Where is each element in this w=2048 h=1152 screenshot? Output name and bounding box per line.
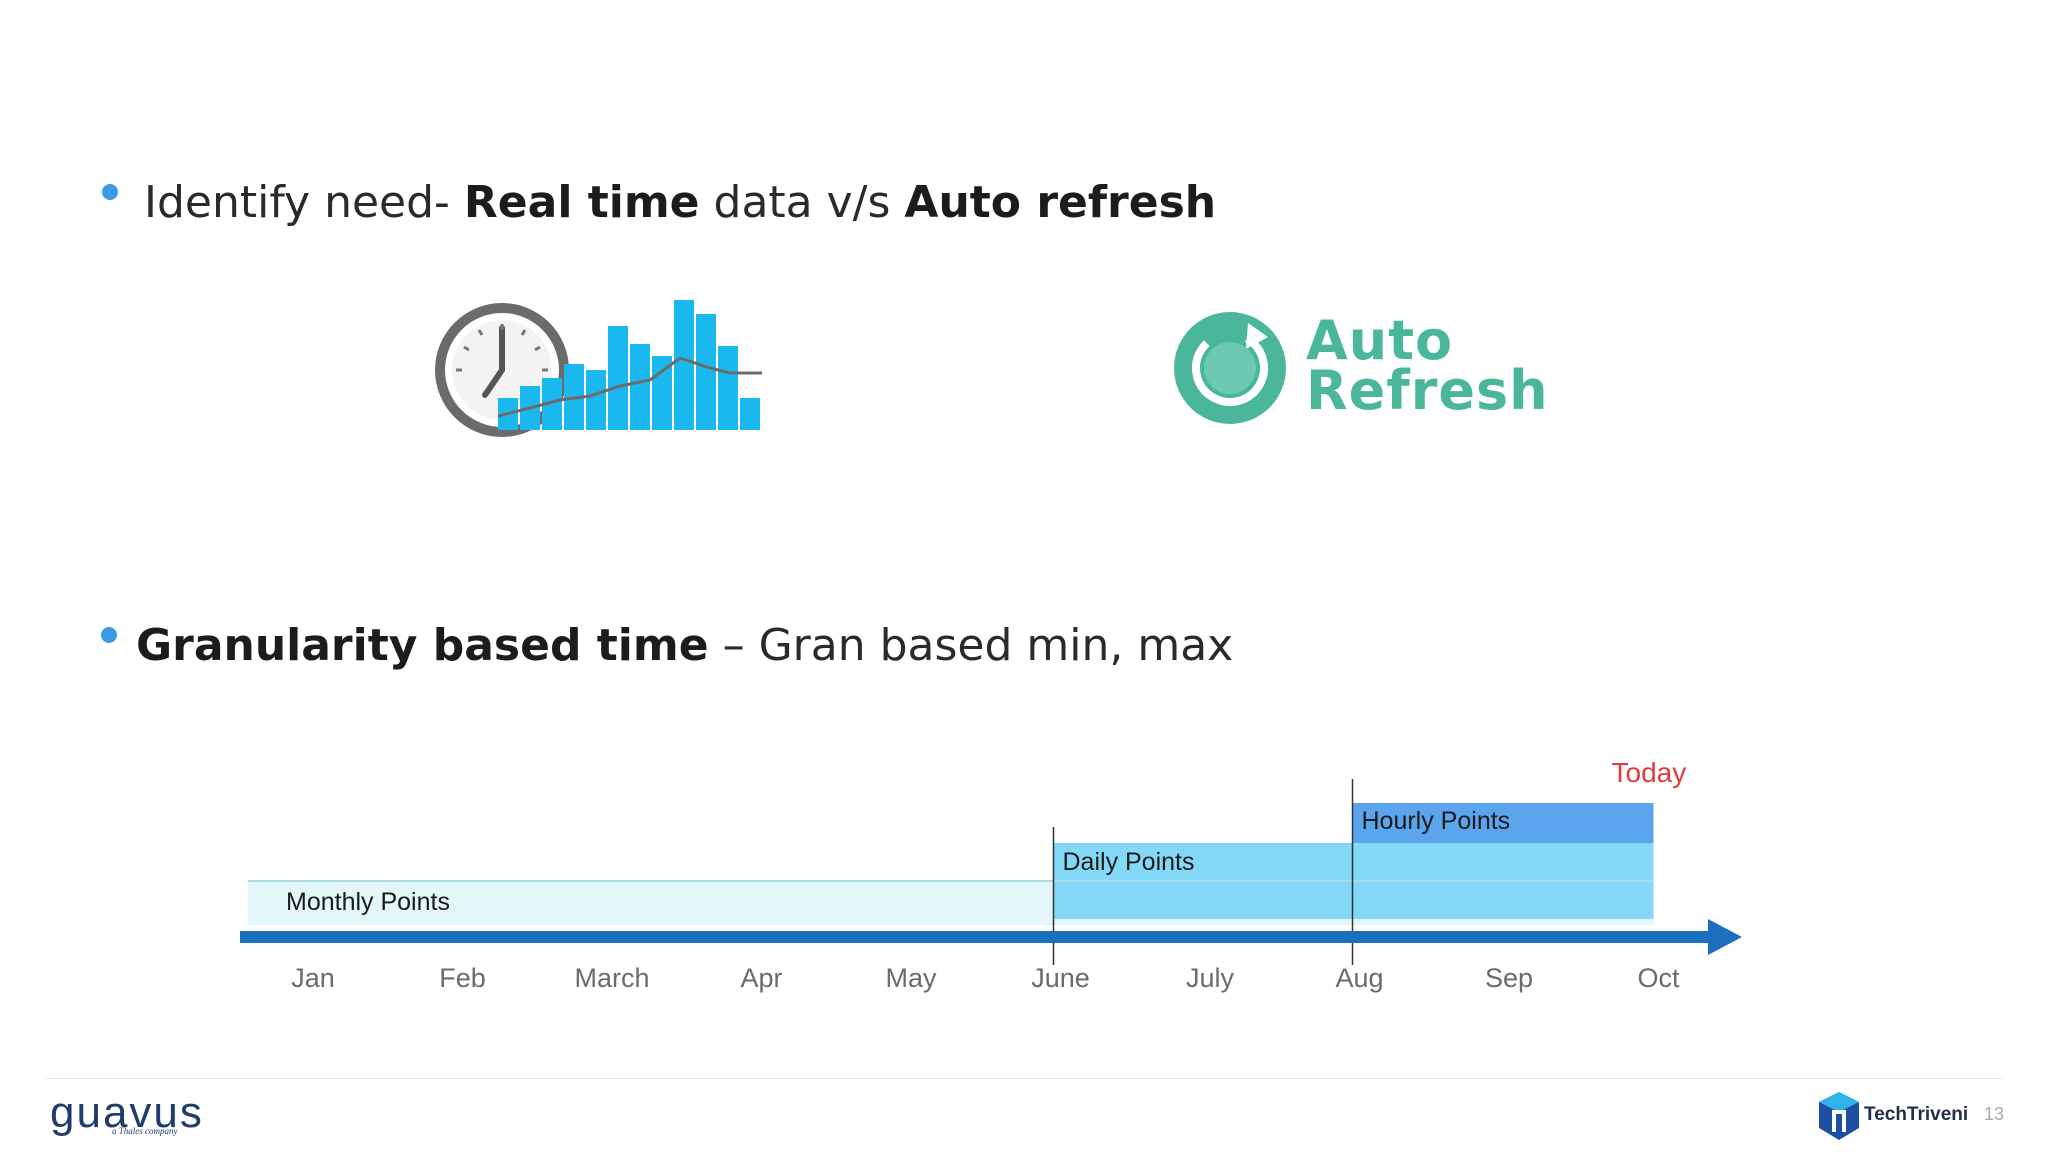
month-label: Oct: [1637, 963, 1680, 993]
band-label: Monthly Points: [286, 888, 450, 916]
page-number: 13: [1984, 1104, 2005, 1124]
realtime-chart-illustration: [435, 300, 762, 437]
band-hourly-points: [1352, 803, 1654, 843]
bullet-dot: [102, 184, 118, 200]
bullet-text-pre: Identify need-: [144, 176, 464, 228]
timeline-graphic: [240, 779, 1742, 965]
trend-line: [497, 356, 762, 418]
bullet-dot: [101, 627, 117, 643]
footer-divider: [45, 1078, 2003, 1079]
bar-chart-icon: [498, 300, 760, 430]
auto-refresh-logo: [1174, 312, 1286, 424]
bullet-bold-autorefresh: Auto refresh: [904, 176, 1217, 228]
month-label: July: [1185, 963, 1235, 993]
today-label: Today: [1611, 757, 1687, 788]
month-label: Sep: [1484, 963, 1534, 993]
timeline-arrowhead: [1708, 919, 1742, 955]
bullet-text-post: – Gran based min, max: [708, 619, 1234, 671]
month-label: June: [1031, 963, 1090, 993]
band-label: Daily Points: [1062, 848, 1195, 876]
refresh-icon: [1174, 312, 1286, 424]
bullet-realtime: Identify need- Real time data v/s Auto r…: [102, 172, 1217, 232]
timeline-axis: [240, 931, 1720, 943]
auto-refresh-line2: Refresh: [1306, 359, 1549, 422]
month-label: Aug: [1335, 963, 1384, 993]
month-label: Jan: [291, 963, 335, 993]
guavus-tagline: a Thales company: [112, 1126, 178, 1136]
techtriveni-logo-icon: [1819, 1092, 1859, 1140]
techtriveni-wordmark: TechTriveni: [1864, 1104, 1969, 1125]
month-label: Feb: [439, 963, 486, 993]
bullet-text-mid: data v/s: [699, 176, 905, 228]
guavus-logo: guavus: [50, 1088, 204, 1137]
bullet-bold-realtime: Real time: [463, 176, 700, 228]
auto-refresh-wordmark: Auto Refresh: [1306, 309, 1549, 422]
band-label: Hourly Points: [1361, 807, 1511, 835]
month-label: March: [574, 963, 650, 993]
granularity-timeline: Today Monthly Points Daily Points Hourly P…: [230, 755, 1760, 1015]
bullet-bold-granularity: Granularity based time: [136, 619, 709, 671]
bullet-granularity: Granularity based time – Gran based min,…: [101, 615, 1234, 675]
month-label: May: [885, 963, 937, 993]
auto-refresh-line1: Auto: [1306, 309, 1454, 372]
month-label: Apr: [740, 963, 783, 993]
